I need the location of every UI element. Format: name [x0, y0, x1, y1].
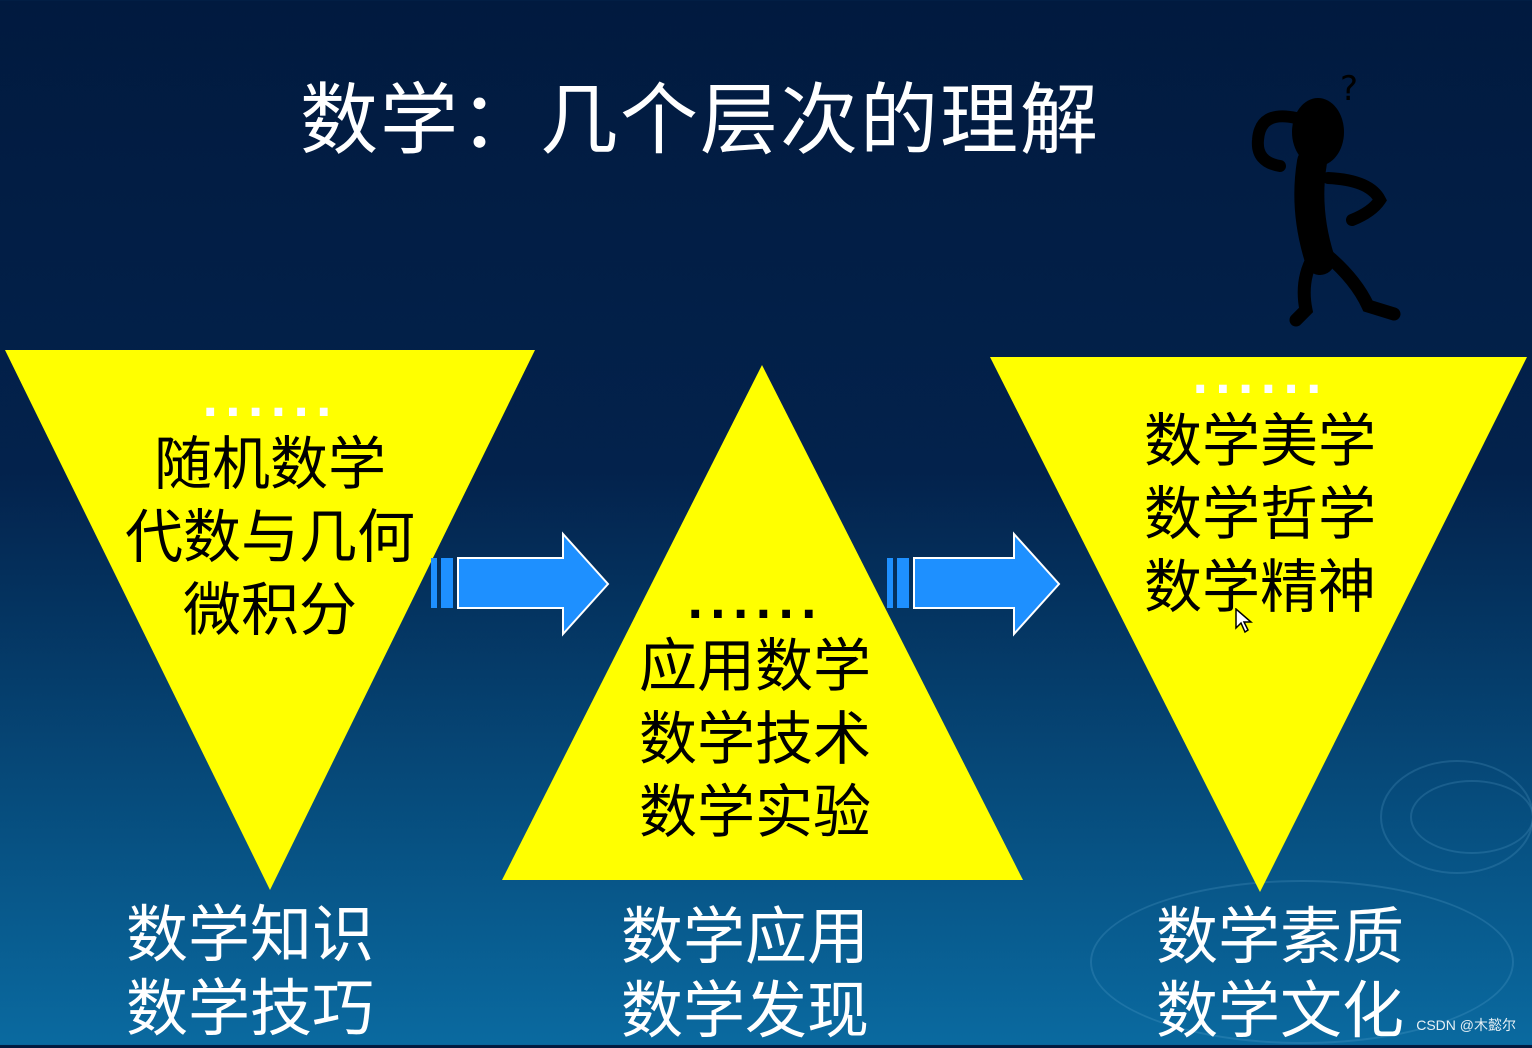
label-line: 数学素质 — [1155, 900, 1404, 973]
ellipsis-dots: ······ — [1191, 364, 1329, 415]
watermark: CSDN @木懿尔 — [1416, 1017, 1516, 1033]
label-line: 数学发现 — [620, 974, 869, 1047]
right-level-label: 数学素质 数学文化 — [1150, 900, 1410, 1048]
mouse-cursor-icon — [1235, 608, 1253, 634]
label-line: 数学应用 — [620, 900, 869, 973]
ellipsis-dots: ······ — [201, 387, 339, 438]
content-line: 应用数学 — [638, 632, 871, 700]
inverted-triangle-right — [990, 357, 1527, 892]
content-line: 数学技术 — [638, 705, 871, 773]
right-triangle-content: ······ 数学美学 数学哲学 数学精神 — [1095, 364, 1425, 624]
content-line: 数学哲学 — [1143, 480, 1376, 548]
triangle-fill — [502, 365, 1023, 880]
left-triangle-content: ······ 随机数学 代数与几何 微积分 — [100, 387, 440, 647]
inverted-triangle-left — [5, 350, 535, 890]
content-line: 代数与几何 — [124, 503, 415, 571]
label-line: 数学文化 — [1155, 974, 1404, 1047]
ripple-decoration — [1380, 760, 1532, 874]
right-arrow-icon — [431, 531, 610, 637]
label-line: 数学知识 — [125, 898, 374, 971]
content-line: 数学美学 — [1143, 407, 1376, 475]
triangle-fill — [990, 357, 1527, 892]
svg-text:?: ? — [1340, 70, 1358, 109]
middle-triangle-content: ······ 应用数学 数学技术 数学实验 — [590, 589, 920, 849]
content-line: 微积分 — [182, 576, 357, 644]
right-arrow-icon — [887, 531, 1061, 637]
triangle-fill — [5, 350, 535, 890]
upright-triangle-middle — [502, 365, 1023, 880]
ellipsis-dots: ······ — [686, 589, 824, 640]
content-line: 随机数学 — [153, 430, 386, 498]
content-line: 数学实验 — [638, 778, 871, 846]
left-level-label: 数学知识 数学技巧 — [120, 898, 380, 1046]
content-line: 数学精神 — [1143, 553, 1376, 621]
page-title: 数学：几个层次的理解 — [300, 76, 1101, 166]
middle-level-label: 数学应用 数学发现 — [615, 900, 875, 1048]
thinking-figure-icon: ? — [1251, 70, 1401, 327]
label-line: 数学技巧 — [125, 972, 374, 1045]
ripple-decoration — [1090, 880, 1514, 1044]
